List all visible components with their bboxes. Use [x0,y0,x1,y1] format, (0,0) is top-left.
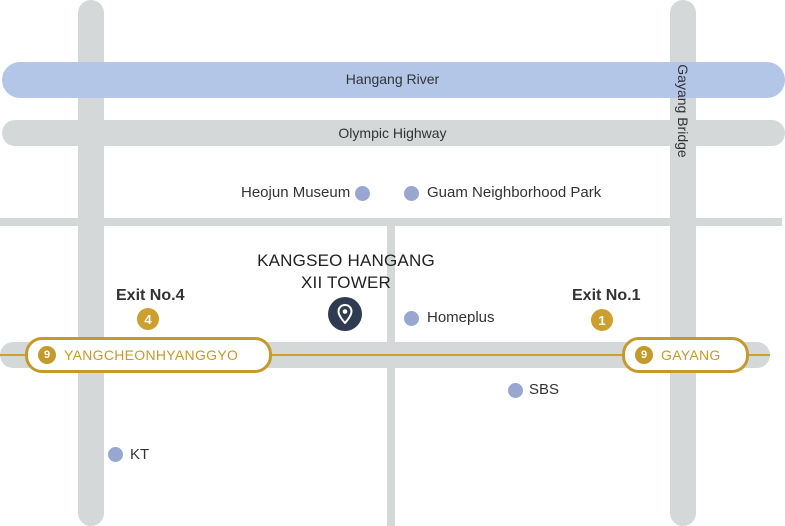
map-pin-icon[interactable] [328,297,362,331]
heojun-museum-label: Heojun Museum [241,184,351,201]
homeplus-label: Homeplus [427,309,495,326]
homeplus-marker[interactable] [404,311,419,326]
hangang-river [2,62,785,98]
heojun-museum-marker[interactable] [355,186,370,201]
line-9-badge: 9 [38,346,56,364]
guam-park-marker[interactable] [404,186,419,201]
kt-marker[interactable] [108,447,123,462]
exit-4-label: Exit No.4 [116,287,185,304]
olympic-highway-label: Olympic Highway [338,125,447,141]
station-name: YANGCHEONHYANGGYO [64,347,239,363]
line-9-badge: 9 [635,346,653,364]
exit-1-badge[interactable]: 1 [591,309,613,331]
building-title-line2: XII TOWER [301,273,391,292]
metro-line-9 [0,354,770,356]
kt-label: KT [130,446,150,463]
road-vertical-center [387,220,395,526]
gayang-bridge-label: Gayang Bridge [675,64,691,158]
station-gayang[interactable]: 9 GAYANG [622,337,749,373]
exit-1-label: Exit No.1 [572,287,641,304]
olympic-highway-road [2,120,785,146]
pin-glyph [337,304,353,324]
station-name: GAYANG [661,347,721,363]
exit-4-badge[interactable]: 4 [137,308,159,330]
river-label: Hangang River [345,71,440,87]
guam-park-label: Guam Neighborhood Park [427,184,602,201]
station-yangcheonhyanggyo[interactable]: 9 YANGCHEONHYANGGYO [25,337,272,373]
building-title-line1: KANGSEO HANGANG [257,251,435,270]
sbs-marker[interactable] [508,383,523,398]
sbs-label: SBS [529,381,560,398]
building-title: KANGSEO HANGANG XII TOWER [236,250,456,294]
